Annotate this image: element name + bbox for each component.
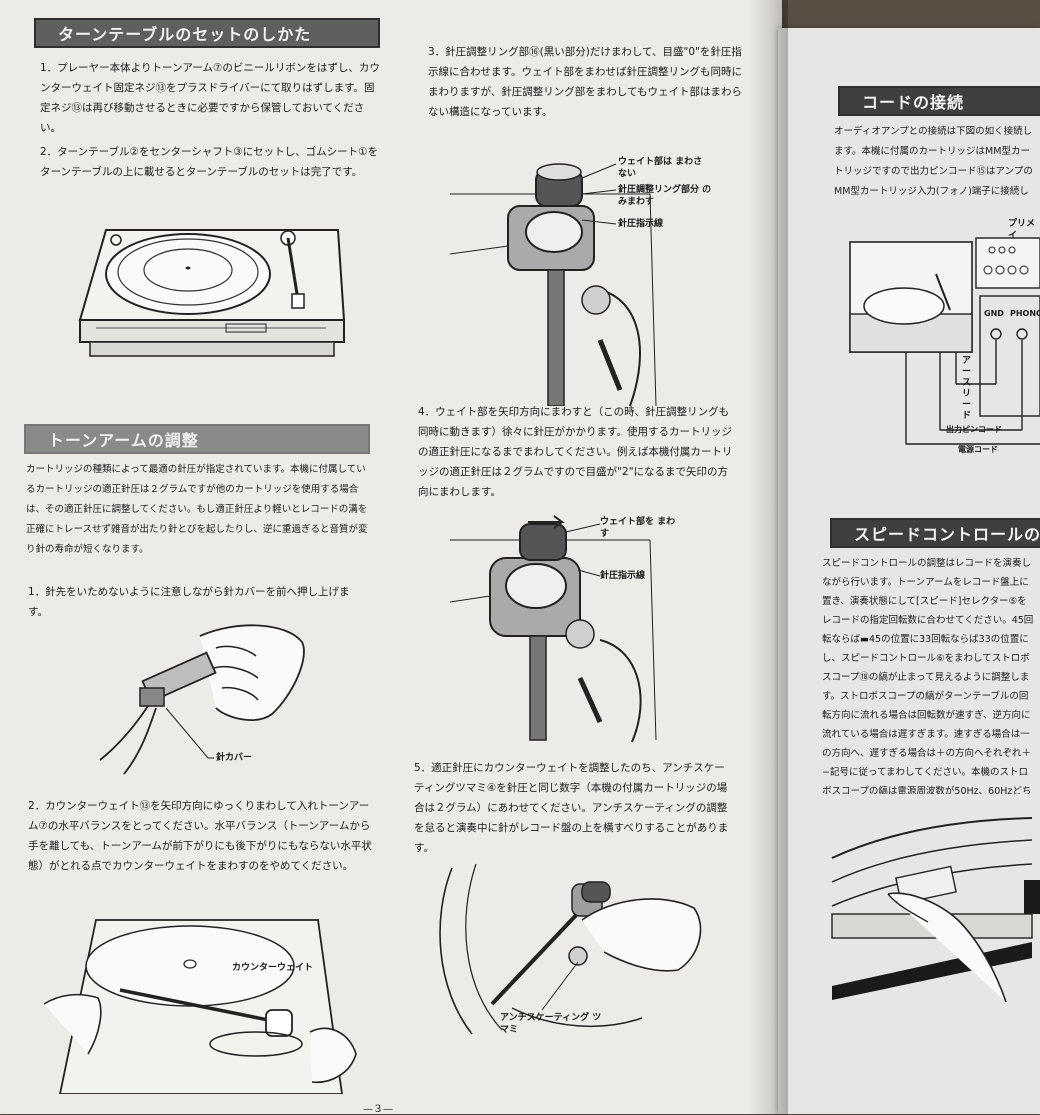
counterweight-illustration [43,919,357,1094]
tonearm-step-5: 5．適正針圧にカウンターウェイトを調整したのち、アンチスケーティングツマミ④を針… [414,762,729,854]
page-number: —３— [363,1104,393,1115]
turntable-illustration [78,229,346,357]
fig3-label-3: 針圧指示線 [618,219,664,229]
tonearm-adjustment-heading: トーンアームの調整 [24,424,370,454]
earth-lead-label: アースリード [962,356,972,421]
tonearm-step-2: 2．カウンターウェイト⑬を矢印方向にゆっくりまわして入れトーンアーム⑦の水平バラ… [28,800,372,872]
cord-connection-text: オーディオアンプとの接続は下図の如く接続します。本機に付属のカートリッジはMM型… [834,126,1033,197]
tonearm-step-1: 1．針先をいためないように注意しながら針カバーを前へ押し上げます。 [28,586,350,618]
page-gutter-shadow [748,0,788,1114]
speed-control-heading: スピードコントロールの調整 [830,518,1040,548]
tonearm-step-4: 4．ウェイト部を矢印方向にまわすと（この時、針圧調整リングも同時に動きます）徐々… [418,406,733,498]
fig4-label-2: 針圧指示線 [600,571,646,581]
tonearm-step-3: 3．針圧調整リング部⑯(黒い部分)だけまわして、目盛"0"を針圧指示線に合わせま… [428,46,742,118]
gnd-label: GND [984,309,1004,318]
antiskating-caption: アンチスケーティング ツマミ [500,1013,602,1035]
cord-connection-diagram [849,237,1040,445]
output-pin-cord-label: 出力ピンコード [946,425,1002,434]
antiskating-illustration [439,863,702,1035]
weight-rotate-illustration [450,515,657,742]
phono-label: PHONO [1010,309,1040,318]
weight-ring-illustration [450,163,657,406]
speed-control-text: スピードコントロールの調整はレコードを演奏しながら行います。トーンアームをレコー… [822,558,1034,794]
turntable-step-2: 2．ターンテーブル②をセンターシャフト③にセットし、ゴムシート①をターンテーブル… [40,146,379,178]
turntable-step-1: 1．プレーヤー本体よりトーンアーム⑦のビニールリボンをはずし、カウンターウェイト… [40,62,380,134]
speed-control-illustration [831,817,1040,1003]
counterweight-caption: カウンターウェイト [232,963,314,973]
fig4-label-1: ウェイト部を まわす [600,517,676,539]
fig3-label-1: ウェイト部は まわさない [618,157,703,179]
amplifier-label: プリメイ [1008,219,1036,241]
tonearm-intro-text: カートリッジの種類によって最適の針圧が指定されています。本機に付属しているカート… [26,464,368,555]
fig3-label-2: 針圧調整リング部分 のみまわす [618,185,712,207]
cord-connection-heading: コードの接続 [838,86,1040,116]
stylus-cover-caption: 針カバー [216,753,253,763]
turntable-setup-heading: ターンテーブルのセットのしかた [34,18,380,48]
stylus-cover-illustration [99,624,305,775]
power-cord-label: 電源コード [958,445,998,454]
